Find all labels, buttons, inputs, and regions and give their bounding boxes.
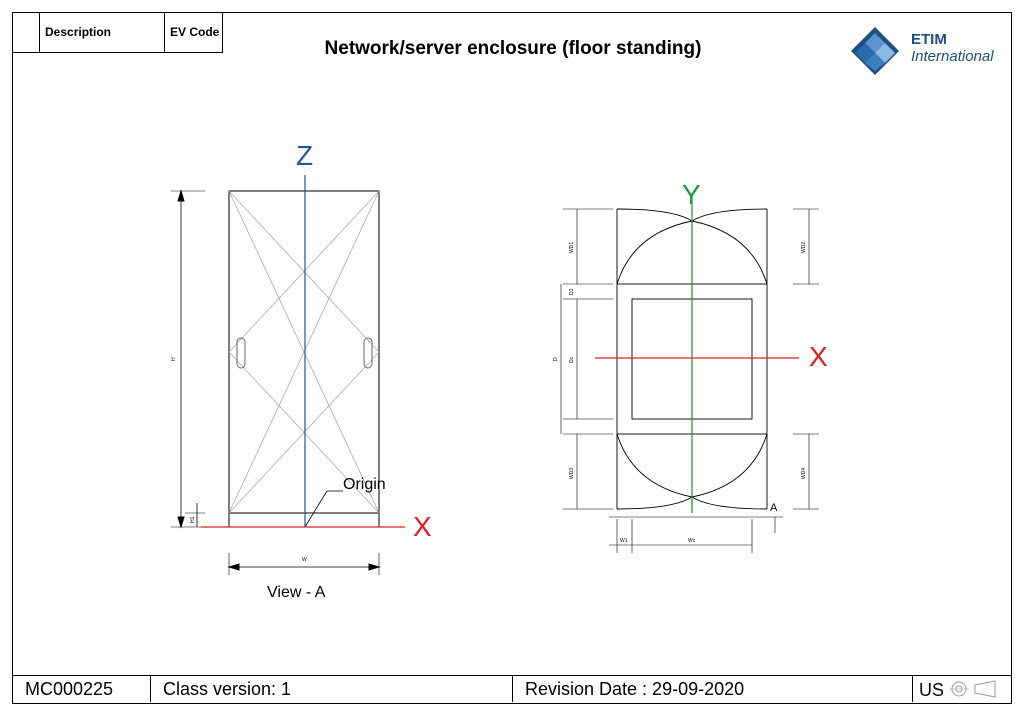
dim-wd4-text: WD4 [801, 468, 807, 479]
etim-diamond-icon [851, 27, 899, 75]
title-block-footer: MC000225 Class version: 1 Revision Date … [13, 675, 1011, 703]
technical-drawing: H H1 W WD1 WD3 D Dc D1 WD2 WD4 W1 Wc [171, 175, 819, 575]
projection-symbol-icon [949, 680, 996, 698]
drawing-sheet: Description EV Code Network/server enclo… [12, 12, 1012, 704]
logo-text-international: International [911, 48, 994, 65]
class-code: MC000225 [13, 676, 151, 702]
dim-inner-depth-text: Dc [569, 356, 575, 363]
dim-depth-text: D [553, 357, 559, 361]
y-axis-label: Y [682, 179, 701, 210]
etim-logo: ETIM International [849, 25, 1009, 77]
z-axis-label: Z [296, 140, 314, 171]
dim-wc-text: Wc [688, 538, 696, 544]
revision-date: Revision Date : 29-09-2020 [513, 676, 913, 702]
unit-system: US [919, 680, 945, 700]
dim-offset-text: D1 [569, 288, 575, 295]
page-title: Network/server enclosure (floor standing… [324, 38, 702, 59]
ev-code-label: EV Code [165, 13, 223, 53]
class-version: Class version: 1 [151, 676, 513, 702]
front-x-axis-label: X [413, 511, 432, 542]
dim-wd2-text: WD2 [801, 242, 807, 253]
dim-height-text: H [171, 357, 177, 361]
dim-plinth-text: H1 [190, 516, 196, 523]
dim-wd3-text: WD3 [569, 468, 575, 479]
logo-text-etim: ETIM [911, 31, 947, 48]
dim-width-text: W [302, 557, 307, 563]
header-blank-cell [13, 13, 40, 53]
view-a-label: View - A [267, 584, 326, 601]
front-view [171, 189, 381, 575]
dim-w1-text: W1 [620, 538, 628, 544]
description-label: Description [40, 13, 165, 53]
unit-system-cell: US [913, 676, 1011, 702]
view-marker-label: A [770, 502, 778, 514]
top-view [560, 208, 819, 553]
dim-wd1-text: WD1 [569, 242, 575, 253]
top-x-axis-label: X [809, 341, 828, 372]
origin-label: Origin [343, 476, 386, 493]
